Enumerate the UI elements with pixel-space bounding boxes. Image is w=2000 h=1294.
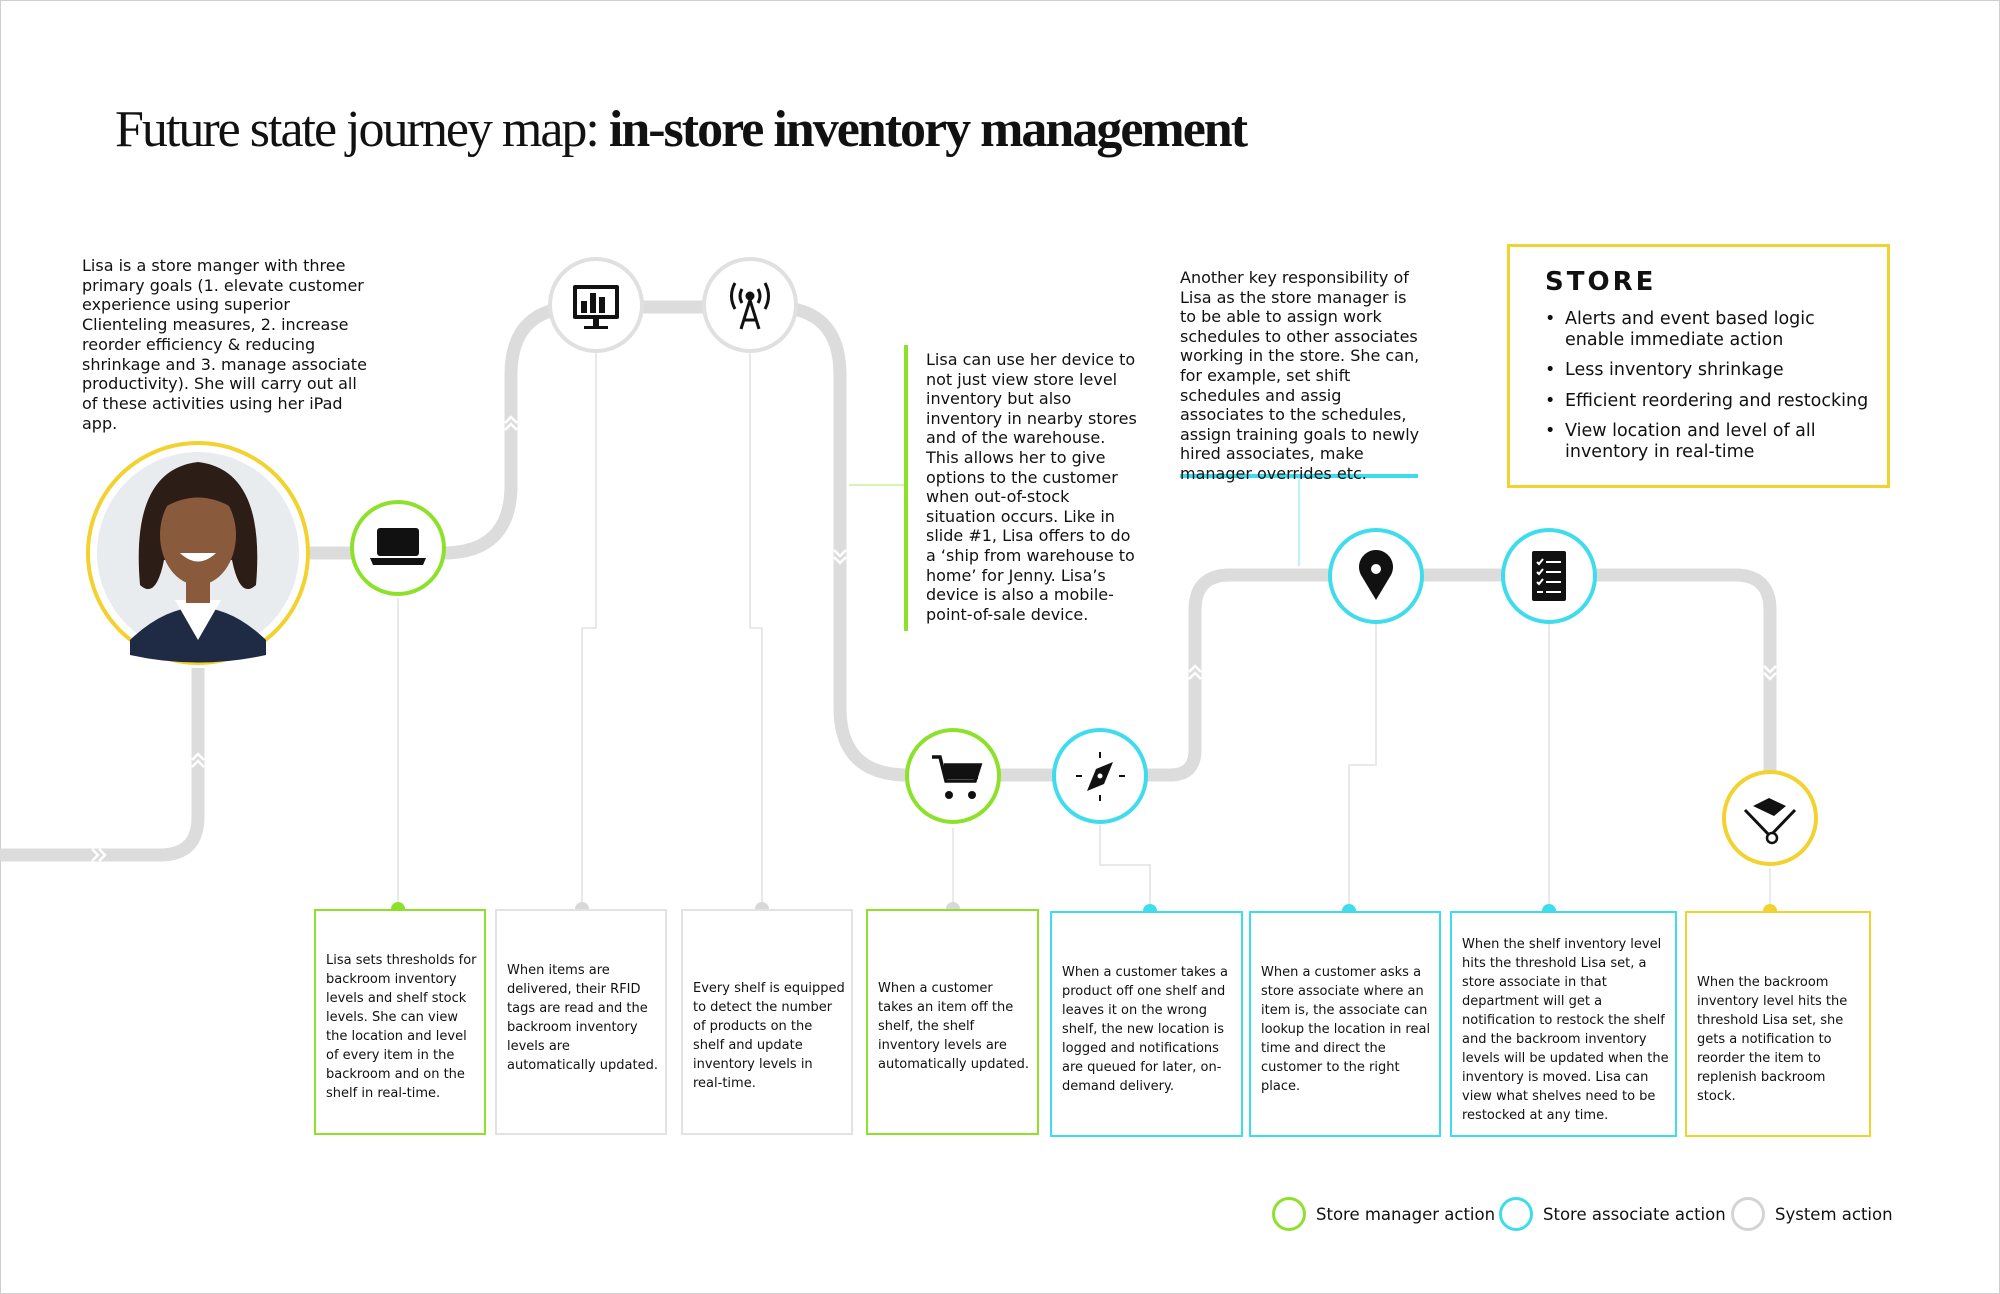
location-pin-icon — [1359, 550, 1393, 600]
legend-manager: Store manager action — [1272, 1193, 1495, 1235]
antenna-icon — [730, 282, 770, 330]
store-benefit-item: View location and level of all inventory… — [1545, 421, 1875, 462]
title-light: Future state journey map: — [115, 101, 609, 158]
store-benefits-box: STORE Alerts and event based logic enabl… — [1507, 244, 1890, 488]
card-restock: When the shelf inventory level hits the … — [1450, 911, 1677, 1137]
store-benefits-list: Alerts and event based logic enable imme… — [1545, 309, 1875, 472]
page-title: Future state journey map: in-store inven… — [115, 100, 1248, 159]
card-item-lookup: When a customer asks a store associate w… — [1249, 911, 1441, 1137]
store-benefit-item: Alerts and event based logic enable imme… — [1545, 309, 1875, 350]
store-title: STORE — [1545, 267, 1657, 297]
card-rfid: When items are delivered, their RFID tag… — [495, 909, 667, 1135]
legend-system: System action — [1731, 1193, 1893, 1235]
callout-schedules-text: Another key responsibility of Lisa as th… — [1180, 268, 1420, 483]
avatar — [86, 441, 310, 665]
card-thresholds: Lisa sets thresholds for backroom invent… — [314, 909, 486, 1135]
legend-manager-swatch — [1272, 1197, 1306, 1231]
monitor-chart-icon — [573, 285, 619, 329]
legend-manager-label: Store manager action — [1316, 1204, 1496, 1224]
legend-associate-swatch — [1499, 1197, 1533, 1231]
title-bold: in-store inventory management — [608, 101, 1248, 158]
callout-bar-green — [904, 345, 908, 631]
laptop-icon — [370, 528, 426, 565]
intro-text: Lisa is a store manger with three primar… — [82, 256, 367, 433]
callout-device-text: Lisa can use her device to not just view… — [926, 350, 1137, 624]
store-benefit-item: Less inventory shrinkage — [1545, 360, 1875, 381]
hand-box-icon — [1743, 798, 1797, 845]
compass-icon — [1076, 752, 1125, 801]
card-text: When a customer takes an item off the sh… — [878, 981, 1029, 1072]
store-benefit-item: Efficient reordering and restocking — [1545, 391, 1875, 412]
checklist-icon — [1532, 551, 1566, 601]
legend-associate-label: Store associate action — [1543, 1204, 1726, 1224]
journey-track — [0, 300, 1777, 862]
legend-system-label: System action — [1775, 1204, 1893, 1224]
card-reorder: When the backroom inventory level hits t… — [1685, 911, 1871, 1137]
card-text: Lisa sets thresholds for backroom invent… — [326, 953, 477, 1101]
card-text: When the shelf inventory level hits the … — [1462, 937, 1669, 1123]
legend-system-swatch — [1731, 1197, 1765, 1231]
legend-associate: Store associate action — [1499, 1193, 1726, 1235]
node-hand-box — [1722, 770, 1818, 866]
shopping-cart-icon — [932, 755, 983, 799]
card-text: When the backroom inventory level hits t… — [1697, 975, 1848, 1104]
card-wrong-shelf: When a customer takes a product off one … — [1050, 911, 1243, 1137]
card-text: When a customer asks a store associate w… — [1261, 965, 1431, 1094]
card-text: When items are delivered, their RFID tag… — [507, 963, 658, 1073]
connector-lines — [397, 341, 1771, 908]
card-text: Every shelf is equipped to detect the nu… — [693, 981, 845, 1091]
callout-bar-cyan — [1180, 474, 1418, 478]
track-chevrons — [91, 415, 1777, 862]
card-item-taken: When a customer takes an item off the sh… — [866, 909, 1039, 1135]
card-shelf-sensors: Every shelf is equipped to detect the nu… — [681, 909, 853, 1135]
card-text: When a customer takes a product off one … — [1062, 965, 1228, 1094]
